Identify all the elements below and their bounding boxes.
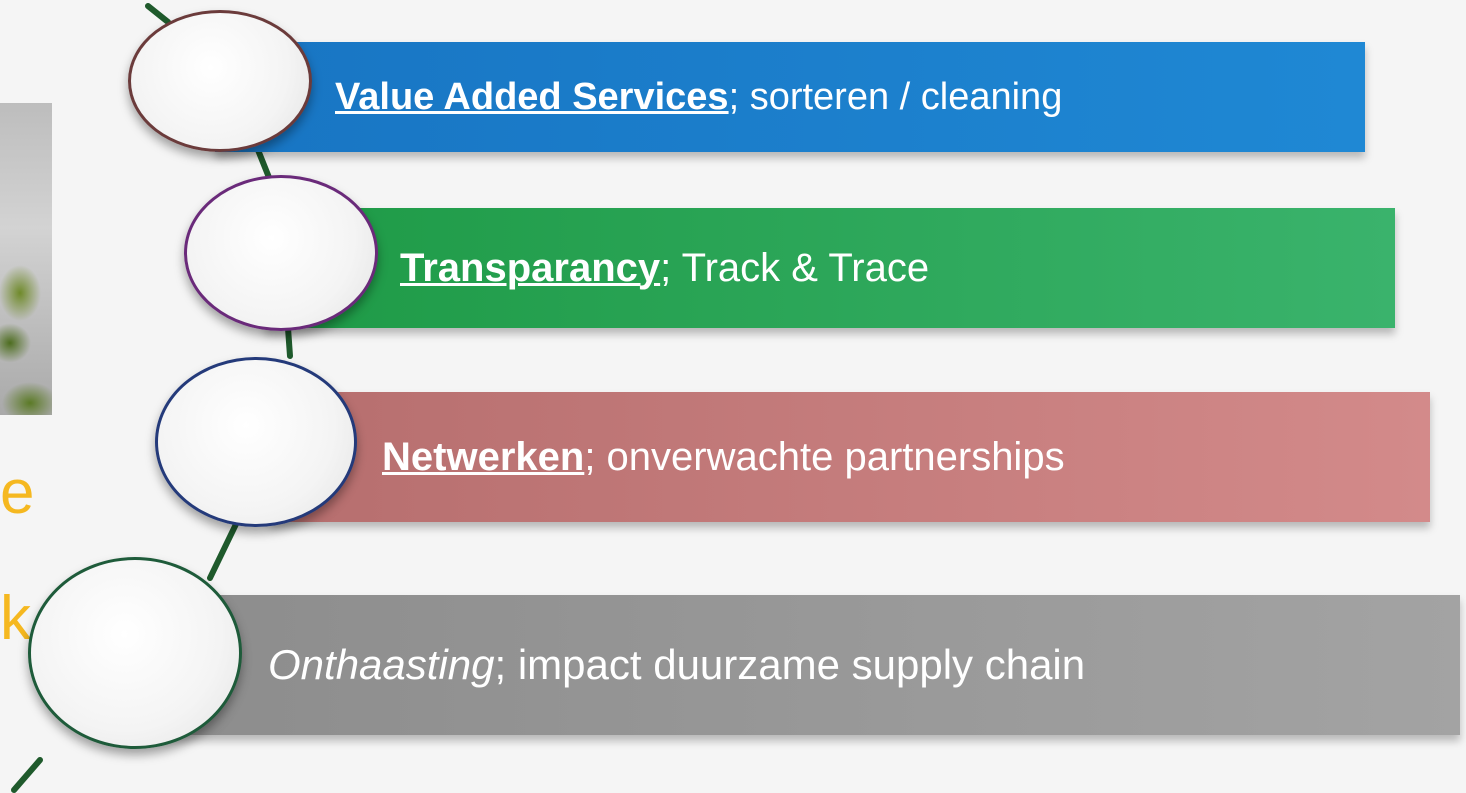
side-text-1: e <box>0 458 35 527</box>
bullet-circle-4 <box>28 557 242 749</box>
item-description: ; sorteren / cleaning <box>728 75 1063 118</box>
item-keyword: Netwerken <box>382 434 585 479</box>
item-keyword: Value Added Services <box>335 75 729 118</box>
item-label: Value Added Services; sorteren / cleanin… <box>335 76 1062 119</box>
side-text-2: k <box>0 584 31 653</box>
item-label: Onthaasting; impact duurzame supply chai… <box>268 641 1085 689</box>
item-transparancy: Transparancy; Track & Trace <box>265 208 1395 328</box>
item-label: Transparancy; Track & Trace <box>400 246 929 291</box>
item-keyword: Onthaasting <box>268 641 495 688</box>
item-netwerken: Netwerken; onverwachte partnerships <box>270 392 1430 522</box>
bullet-circle-1 <box>128 10 312 152</box>
item-onthaasting: Onthaasting; impact duurzame supply chai… <box>140 595 1460 735</box>
item-description: ; onverwachte partnerships <box>584 434 1065 479</box>
item-value-added-services: Value Added Services; sorteren / cleanin… <box>215 42 1365 152</box>
item-label: Netwerken; onverwachte partnerships <box>382 435 1065 480</box>
item-keyword: Transparancy <box>400 245 661 290</box>
item-description: ; Track & Trace <box>660 245 930 290</box>
item-description: ; impact duurzame supply chain <box>494 641 1086 688</box>
bullet-circle-3 <box>155 357 357 527</box>
photo-fragment <box>0 103 52 415</box>
bullet-circle-2 <box>184 175 378 331</box>
